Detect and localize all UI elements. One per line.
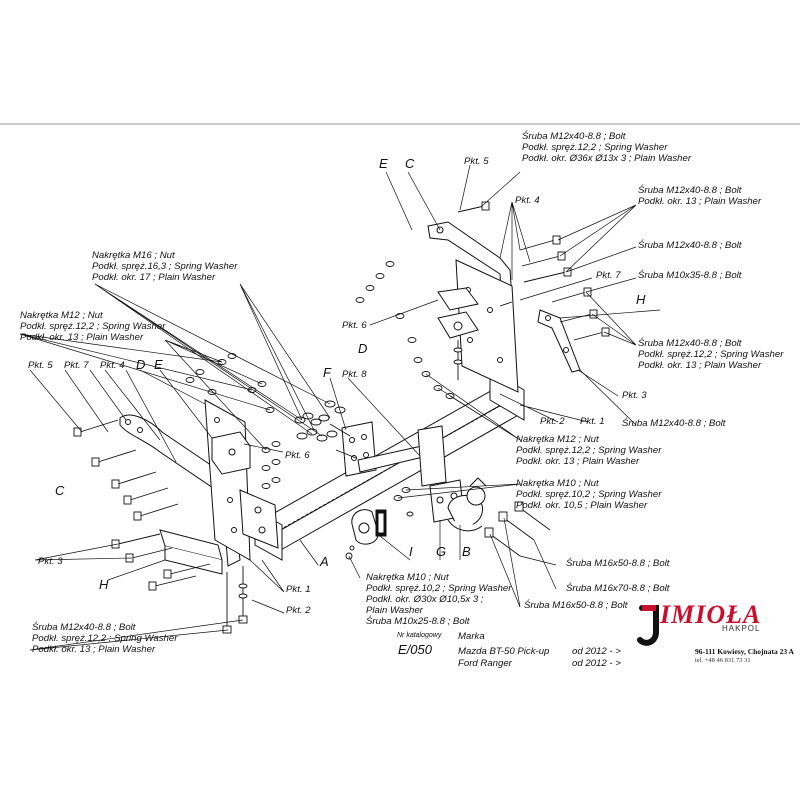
- pkt-2-right: Pkt. 2: [540, 416, 565, 427]
- part-letter-e-left: E: [154, 357, 163, 372]
- vertical-bolt-group: [222, 566, 248, 634]
- left-bracket-h: [159, 529, 223, 575]
- label-bolt-m16-a: Śruba M16x50-8.8 ; Bolt: [566, 558, 670, 569]
- vehicle-years-2: od 2012 - >: [572, 658, 621, 669]
- pkt-6-left: Pkt. 6: [285, 450, 310, 461]
- right-bolt-group: [457, 201, 610, 341]
- catalog-number-label: Nr katalogowy: [397, 632, 442, 639]
- brand-marka-label: Marka: [458, 631, 485, 642]
- part-letter-c-left: C: [55, 483, 65, 498]
- pkt-7-left: Pkt. 7: [64, 360, 89, 371]
- socket-plate-i: [351, 509, 387, 545]
- right-bracket-h: [537, 309, 581, 373]
- pkt-4-right: Pkt. 4: [515, 195, 540, 206]
- pkt-2-left: Pkt. 2: [286, 605, 311, 616]
- part-letter-d-left: D: [136, 357, 146, 372]
- label-right-bolt-lower: Śruba M12x40-8.8 ; Bolt: [622, 418, 726, 429]
- center-bracket-bolts: [329, 423, 414, 517]
- part-letter-c-top: C: [405, 156, 415, 171]
- right-bracket-e: [437, 287, 479, 339]
- m16-nut-cluster: [294, 400, 346, 442]
- pkt-5-right: Pkt. 5: [464, 156, 489, 167]
- part-letter-e-top: E: [379, 156, 388, 171]
- part-letter-a: A: [320, 554, 329, 569]
- part-letter-h-left: H: [99, 577, 109, 592]
- brand-phone: tel. +48 46 831 73 31: [695, 657, 751, 664]
- center-bracket-f: [341, 421, 447, 487]
- imiola-hook-logo-icon: [637, 605, 659, 646]
- pkt-1-right: Pkt. 1: [580, 416, 605, 427]
- label-bolt-m16-c: Śruba M16x50-8.8 ; Bolt: [524, 600, 628, 611]
- catalog-number-value: E/050: [398, 642, 432, 657]
- part-letter-g: G: [436, 544, 447, 559]
- label-right-bolt-m10: Śruba M10x35-8.8 ; Bolt: [638, 270, 742, 281]
- label-bolt-m16-b: Śruba M16x70-8.8 ; Bolt: [566, 583, 670, 594]
- small-nut: [345, 545, 355, 560]
- vehicle-years-1: od 2012 - >: [572, 646, 621, 657]
- part-letter-d-right: D: [358, 341, 368, 356]
- brand-sub-text: HAKPOL: [722, 624, 761, 633]
- brand-logo-text: IMIOŁA: [660, 600, 762, 629]
- part-letter-b: B: [462, 544, 471, 559]
- label-right-bolt-only: Śruba M12x40-8.8 ; Bolt: [638, 240, 742, 251]
- part-letter-h-right: H: [636, 292, 646, 307]
- left-side-plate-d: [204, 399, 279, 561]
- pkt-3-left: Pkt. 3: [38, 556, 63, 567]
- vehicle-name-2: Ford Ranger: [458, 658, 512, 669]
- left-bracket-e: [211, 431, 251, 475]
- fasteners: [73, 201, 610, 634]
- left-bolt-group: [73, 419, 179, 521]
- brand-address: 96-111 Kowiesy, Chojnata 23 A: [695, 647, 794, 656]
- pkt-8: Pkt. 8: [342, 369, 367, 380]
- pkt-1-left: Pkt. 1: [286, 584, 311, 595]
- towball-mount: [429, 477, 487, 532]
- leader-lines: [19, 164, 661, 651]
- vehicle-name-1: Mazda BT-50 Pick-up: [458, 646, 550, 657]
- part-letter-f: F: [323, 365, 331, 380]
- pkt-5-left: Pkt. 5: [28, 360, 53, 371]
- pkt-3-right: Pkt. 3: [622, 390, 647, 401]
- pkt-4-left: Pkt. 4: [100, 360, 125, 371]
- pkt-7-right: Pkt. 7: [596, 270, 621, 281]
- center-m16-bolts: [484, 501, 551, 557]
- pkt-6-right: Pkt. 6: [342, 320, 367, 331]
- part-letter-i: I: [409, 544, 413, 559]
